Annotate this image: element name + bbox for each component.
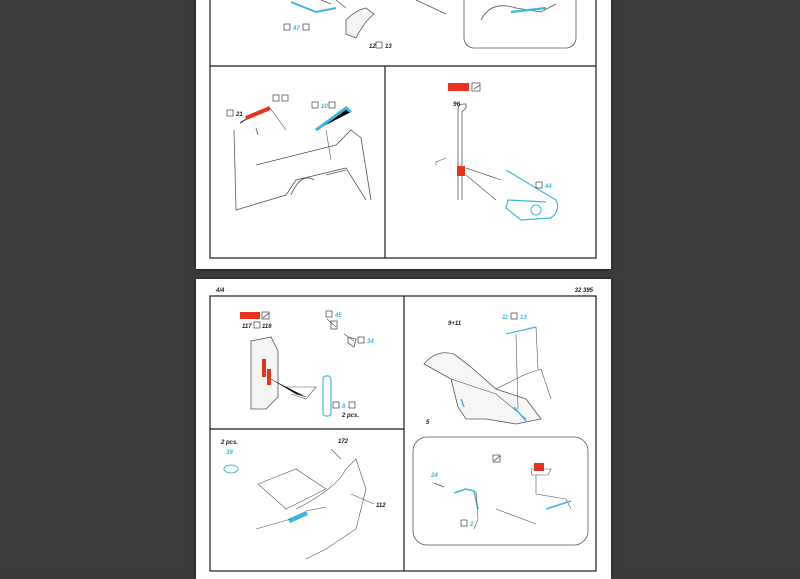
- label-21: 21: [235, 112, 243, 118]
- top-right-inset: [415, 0, 577, 49]
- tail-drawing: [423, 326, 552, 425]
- label-172: 172: [338, 439, 349, 445]
- control-stick-labels: 96 44: [453, 101, 552, 190]
- label-112: 112: [376, 503, 386, 509]
- tail-labels: 9+11 11 13 5: [426, 312, 527, 426]
- armour-plate-drawing: [250, 318, 357, 417]
- label-34: 34: [367, 339, 374, 345]
- label-24: 24: [430, 473, 438, 479]
- cockpit-side-drawing: [223, 448, 375, 560]
- hinge-inset-drawing: [412, 436, 589, 546]
- label-96: 96: [453, 101, 461, 108]
- product-code: 32 395: [574, 288, 593, 294]
- label-39: 39: [226, 450, 233, 456]
- top-left-part-drawing: [290, 0, 375, 39]
- label-44: 44: [544, 184, 552, 190]
- control-stick-panel-drawing: [435, 82, 559, 221]
- label-117: 117: [242, 324, 252, 330]
- page-number: 4/4: [216, 288, 225, 294]
- hinge-inset-labels: 24 2: [430, 473, 474, 528]
- page1-top-labels: 47 12 13: [283, 23, 392, 50]
- label-116: 116: [262, 324, 272, 330]
- seat-panel-labels: 21 10: [226, 94, 336, 118]
- instruction-page-2[interactable]: 4/4 32 395 117: [196, 279, 611, 579]
- armour-plate-labels: 117 116 45 34 8 2 pcs.: [240, 310, 374, 419]
- page-1-drawing: 47 12 13 21: [209, 0, 597, 259]
- label-10: 10: [321, 104, 328, 110]
- label-2: 2: [469, 522, 474, 528]
- seat-panel-drawing: [233, 106, 372, 211]
- label-13b: 13: [520, 315, 527, 321]
- qty-2pcs-a: 2 pcs.: [341, 413, 359, 419]
- label-12: 12: [369, 44, 376, 50]
- label-13: 13: [385, 44, 392, 50]
- label-5: 5: [426, 420, 430, 426]
- cockpit-side-labels: 2 pcs. 39 172 112: [220, 439, 386, 509]
- label-9-11: 9+11: [448, 321, 462, 327]
- qty-2pcs-c: 2 pcs.: [220, 440, 238, 446]
- instruction-page-1[interactable]: 47 12 13 21: [196, 0, 611, 269]
- page-2-drawing: 117 116 45 34 8 2 pcs.: [209, 295, 597, 572]
- label-8: 8: [342, 404, 346, 410]
- label-47: 47: [292, 26, 300, 32]
- label-45: 45: [334, 313, 342, 319]
- label-11: 11: [502, 315, 509, 321]
